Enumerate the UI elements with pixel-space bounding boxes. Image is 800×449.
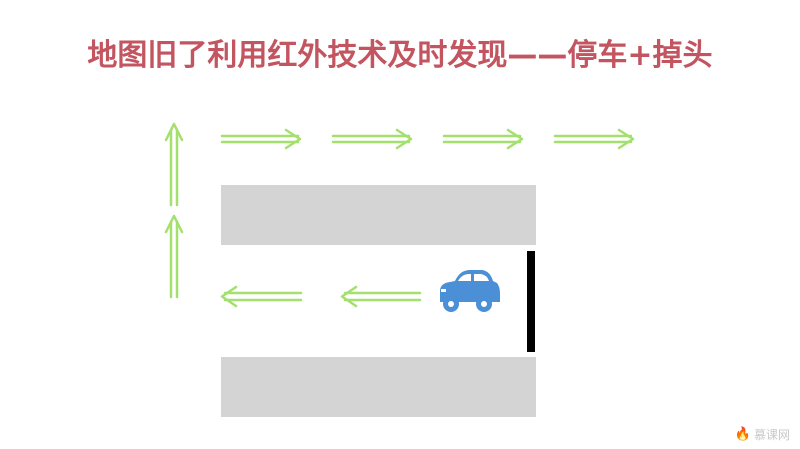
arrow-right-3 (442, 128, 524, 150)
road-barrier (527, 251, 535, 352)
car-icon (440, 270, 500, 312)
arrow-right-4 (553, 128, 635, 150)
flame-icon: 🔥 (734, 427, 751, 442)
slide-title: 地图旧了利用红外技术及时发现——停车+掉头 (87, 38, 713, 73)
watermark-logo: 🔥 慕课网 (735, 426, 790, 443)
arrow-left-2 (340, 285, 422, 308)
arrow-up-top (164, 122, 184, 207)
road-block-bottom (221, 357, 536, 417)
road-block-top (221, 185, 536, 245)
arrow-left-1 (220, 285, 303, 308)
arrow-right-1 (220, 128, 302, 150)
arrow-up-bottom (164, 214, 184, 299)
arrow-right-2 (331, 128, 413, 150)
watermark-text: 慕课网 (753, 428, 790, 442)
